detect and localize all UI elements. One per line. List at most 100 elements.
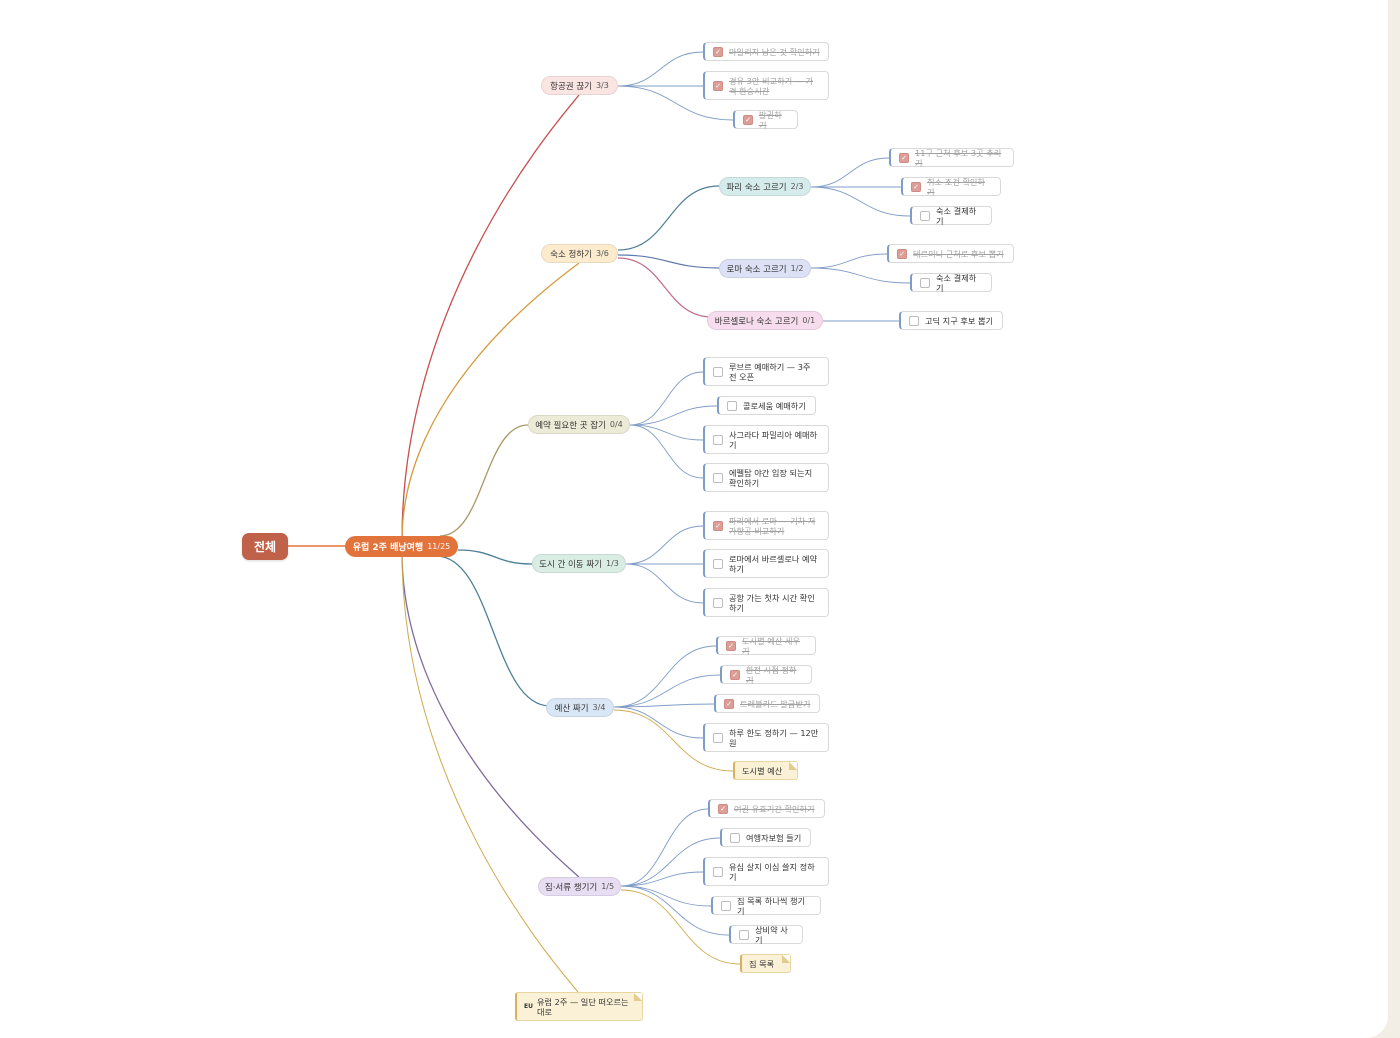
main-branch-connector xyxy=(401,551,579,993)
checkbox-icon[interactable] xyxy=(727,400,737,411)
task-item[interactable]: 로마에서 바르셀로나 예약하기 xyxy=(703,549,829,578)
checkbox-icon[interactable] xyxy=(713,472,723,483)
task-item[interactable]: 사그라다 파밀리아 예매하기 xyxy=(703,425,829,454)
task-item[interactable]: 하루 한도 정하기 — 12만원 xyxy=(703,723,829,752)
branch-label: 예약 필요한 곳 잡기 xyxy=(535,420,606,431)
main-branch-connector xyxy=(435,555,551,707)
task-item[interactable]: ✓ 경유 3안 비교하기 — 가격 환승시간 xyxy=(703,71,829,100)
checkbox-checked-icon[interactable]: ✓ xyxy=(726,640,736,651)
task-item[interactable]: 상비약 사기 xyxy=(729,924,803,945)
task-connector xyxy=(620,808,709,887)
checkbox-icon[interactable] xyxy=(713,866,723,877)
task-item[interactable]: ✓도시별 예산 세우기 xyxy=(716,636,816,656)
task-item[interactable]: 공항 가는 첫차 시간 확인하기 xyxy=(703,588,829,617)
checkbox-icon[interactable] xyxy=(920,277,930,288)
task-item[interactable]: 짐 목록 하나씩 챙기기 xyxy=(711,895,821,916)
task-text: 경유 3안 비교하기 — 가격 환승시간 xyxy=(729,75,814,96)
checkbox-icon[interactable] xyxy=(730,832,740,843)
task-item[interactable]: 에펠탑 야간 입장 되는지 확인하기 xyxy=(703,463,829,492)
task-connector xyxy=(810,253,888,269)
checkbox-icon[interactable] xyxy=(920,210,930,221)
note-text: 짐 목록 xyxy=(749,958,775,969)
checkbox-checked-icon[interactable]: ✓ xyxy=(730,669,740,680)
checkbox-icon[interactable] xyxy=(713,366,723,377)
note-fold-icon xyxy=(634,993,642,1001)
task-item[interactable]: ✓발권하기 xyxy=(733,110,798,130)
checkbox-checked-icon[interactable]: ✓ xyxy=(724,698,734,709)
main-branch-connector xyxy=(401,94,580,541)
root-node[interactable]: 전체 xyxy=(242,533,288,560)
task-item[interactable]: ✓11구 근처 후보 3곳 추리기 xyxy=(889,148,1014,168)
task-item[interactable]: ✓ 파리에서 로마 — 기차 저가항공 비교하기 xyxy=(703,511,829,540)
task-text: 사그라다 파밀리아 예매하기 xyxy=(729,429,818,450)
checkbox-icon[interactable] xyxy=(713,558,723,569)
checkbox-icon[interactable] xyxy=(739,929,749,940)
task-item[interactable]: ✓트래블카드 발급받기 xyxy=(714,694,820,713)
checkbox-checked-icon[interactable]: ✓ xyxy=(718,803,728,814)
checkbox-checked-icon[interactable]: ✓ xyxy=(713,520,723,531)
task-connector xyxy=(629,405,718,426)
checkbox-checked-icon[interactable]: ✓ xyxy=(899,152,909,163)
task-item[interactable]: ✓테르미니 근처로 후보 뽑기 xyxy=(887,244,1014,263)
checkbox-icon[interactable] xyxy=(713,732,723,743)
task-text: 에펠탑 야간 입장 되는지 확인하기 xyxy=(729,467,813,488)
checkbox-icon[interactable] xyxy=(713,434,723,445)
task-connector xyxy=(629,371,704,426)
branch-label: 숙소 정하기 xyxy=(550,249,592,260)
task-item[interactable]: 고딕 지구 후보 뽑기 xyxy=(899,311,1003,330)
checkbox-checked-icon[interactable]: ✓ xyxy=(911,181,921,192)
task-text: 취소 조건 확인하기 xyxy=(927,176,985,197)
task-text: 상비약 사기 xyxy=(755,924,788,945)
checkbox-icon[interactable] xyxy=(721,900,731,911)
task-text: 짐 목록 하나씩 챙기기 xyxy=(737,895,806,916)
checkbox-icon[interactable] xyxy=(713,597,723,608)
checkbox-checked-icon[interactable]: ✓ xyxy=(713,80,723,91)
task-connector xyxy=(620,837,721,887)
branch-label: 짐·서류 챙기기 xyxy=(544,882,598,893)
task-connector xyxy=(625,563,704,604)
task-item[interactable]: 여행자보험 들기 xyxy=(720,828,811,847)
note-text: 유럽 2주 — 일단 떠오르는 대로 xyxy=(536,996,629,1017)
task-text: 루브르 예매하기 — 3주 전 오픈 xyxy=(729,361,811,382)
task-item[interactable]: ✓마일리지 남은 것 확인하기 xyxy=(703,42,829,61)
task-item[interactable]: 유심 살지 이심 쓸지 정하기 xyxy=(703,857,829,886)
task-item[interactable]: ✓ 환전 시점 정하기 xyxy=(720,664,812,685)
sub-branch-connector xyxy=(617,257,713,318)
note-connector xyxy=(620,889,741,965)
task-connector xyxy=(810,186,911,217)
task-item[interactable]: ✓ 취소 조건 확인하기 xyxy=(901,176,1001,197)
note-fold-icon xyxy=(789,762,797,770)
task-connector xyxy=(620,885,730,936)
note-item[interactable]: 짐 목록 xyxy=(740,954,791,973)
task-item[interactable]: 루브르 예매하기 — 3주 전 오픈 xyxy=(703,357,829,386)
checkbox-checked-icon[interactable]: ✓ xyxy=(713,46,723,57)
task-item[interactable]: ✓여권 유효기간 확인하기 xyxy=(708,799,825,818)
note-item[interactable]: 도시별 예산 xyxy=(733,761,798,780)
branch-count: 2/3 xyxy=(790,182,804,191)
task-connector xyxy=(629,424,704,479)
branch-count: 1/2 xyxy=(790,264,804,273)
branch-count: 1/3 xyxy=(605,559,619,568)
task-connector xyxy=(613,706,704,739)
task-item[interactable]: 콜로세움 예매하기 xyxy=(717,396,816,415)
checkbox-checked-icon[interactable]: ✓ xyxy=(743,114,753,125)
task-text: 환전 시점 정하기 xyxy=(746,664,797,685)
task-item[interactable]: 숙소 결제하기 xyxy=(910,206,992,226)
checkbox-icon[interactable] xyxy=(909,315,919,326)
task-text: 파리에서 로마 — 기차 저가항공 비교하기 xyxy=(729,515,816,536)
checkbox-checked-icon[interactable]: ✓ xyxy=(897,248,907,259)
task-item[interactable]: 숙소 결제하기 xyxy=(910,273,992,293)
